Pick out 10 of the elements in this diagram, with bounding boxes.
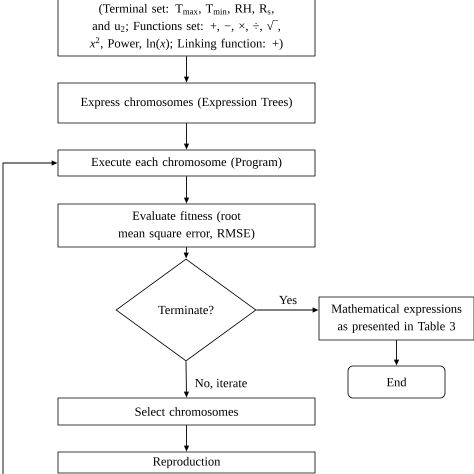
process-box: (Terminal set: T$_{max}$, T$_{min}$, RH, R$_{s}$, and u$_{2}$; Functions set: +, −, ×, ÷, √‾, x$^{2}$, Power, ln(x); Linking function: +)	[58, 0, 316, 56]
process-box: Execute each chromosome (Program)	[58, 150, 316, 176]
edge-label: No, iterate	[194, 378, 248, 390]
process-box: Select chromosomes	[58, 398, 316, 426]
process-box: Reproduction	[58, 452, 316, 474]
process-box: Express chromosomes (Expression Trees)	[58, 82, 316, 124]
terminal-box: End	[348, 366, 446, 398]
result-box: Mathematical expressions as presented in Table 3	[318, 296, 474, 340]
edge-label: Yes	[278, 294, 298, 306]
process-box: Evaluate fitness (root mean square error, RMSE)	[58, 204, 316, 248]
